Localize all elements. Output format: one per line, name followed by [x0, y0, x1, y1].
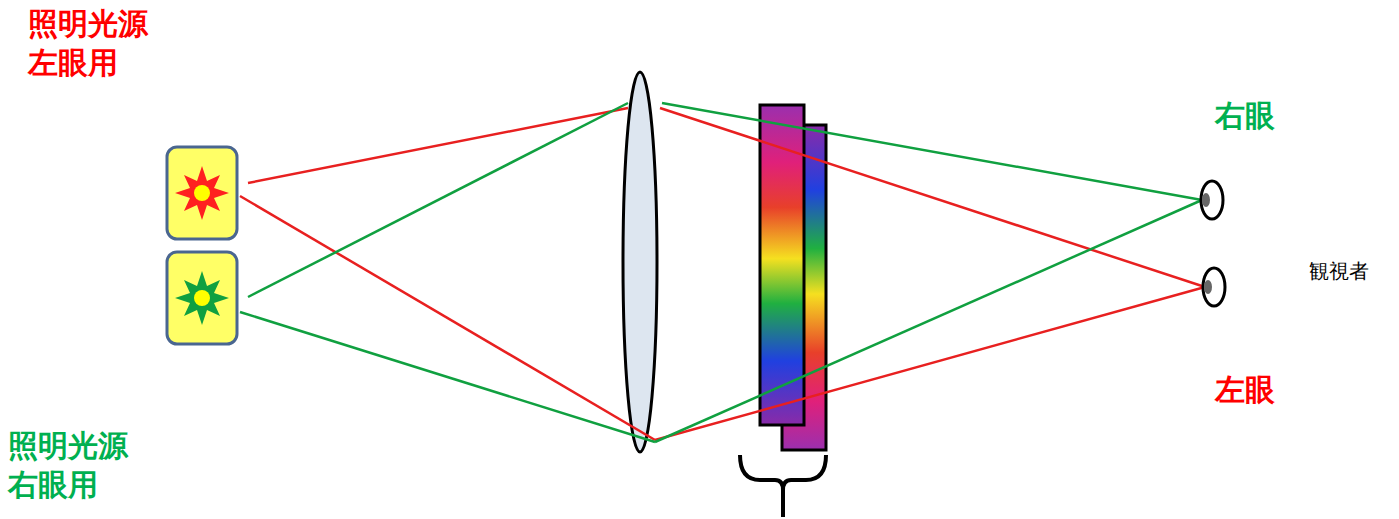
label: 左眼: [1215, 370, 1344, 409]
rays-in: [240, 103, 655, 442]
light-source-right: [167, 252, 237, 344]
label: 照明光源 右眼用: [8, 426, 137, 504]
eye-left: [1203, 268, 1225, 306]
bracket: [740, 455, 826, 517]
label: 照明光源 左眼用: [28, 4, 157, 82]
label: 右眼: [1215, 96, 1344, 135]
lens: [623, 72, 657, 452]
light-source-left: [167, 147, 237, 239]
eye-right: [1201, 181, 1223, 219]
label: 観視者: [1309, 258, 1395, 284]
rays-out: [655, 103, 1205, 442]
